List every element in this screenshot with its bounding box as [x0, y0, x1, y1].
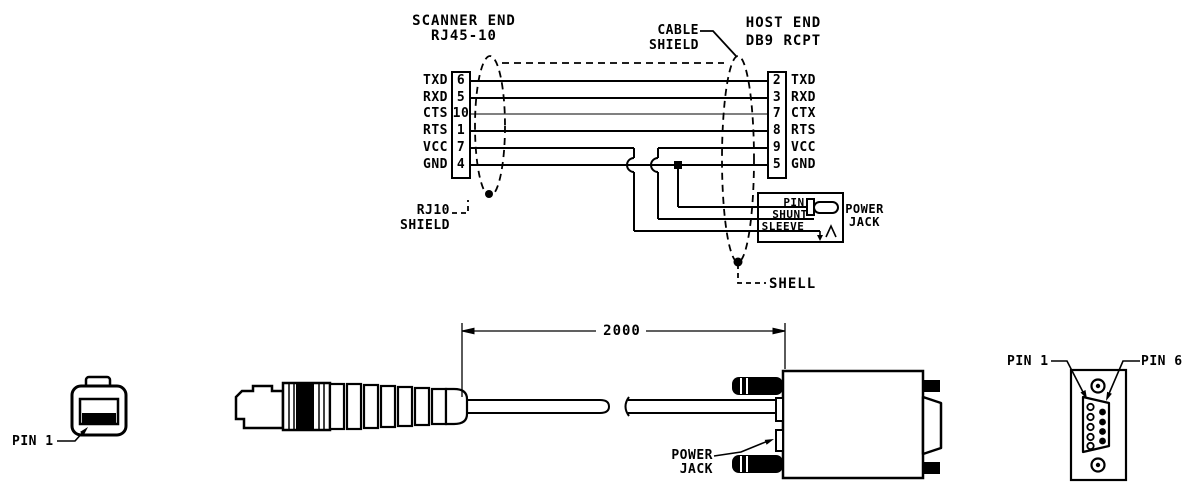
pin6-host-label: PIN 6 — [1141, 354, 1183, 369]
rj10-shield-label-2: SHIELD — [400, 218, 450, 233]
cable-shield-pointer — [700, 30, 737, 57]
power-jack-label-2: JACK — [849, 215, 880, 229]
gnd-junction-dot — [674, 161, 682, 169]
pin1-scanner-arrowhead — [80, 427, 88, 436]
cable-length-dimension: 2000 — [603, 323, 641, 339]
pin1-scanner-label: PIN 1 — [12, 434, 54, 449]
thumbscrew-bottom — [732, 455, 783, 473]
pin1-host-arrowhead — [1080, 390, 1087, 399]
host-end-title: HOST END — [745, 15, 822, 31]
scanner-pin-box — [451, 71, 471, 179]
db9-pins-column-b — [1099, 408, 1106, 445]
thumbscrew-top — [732, 377, 783, 395]
db9-face-drawing — [1069, 368, 1128, 482]
pin1-host-pointer — [1051, 360, 1085, 395]
scanner-signal-label: GND — [423, 157, 448, 172]
dim-arrow-left — [461, 327, 475, 335]
sleeve-arrowhead — [817, 235, 823, 241]
scanner-pin-number: 10 — [452, 106, 470, 121]
scanner-pin-number: 6 — [456, 73, 466, 88]
scanner-end-subtitle: RJ45-10 — [430, 28, 497, 44]
power-jack-pointer — [713, 440, 769, 457]
power-jack-label-1: POWER — [845, 202, 884, 216]
pin6-host-pointer — [1107, 360, 1140, 397]
scanner-pin-number: 7 — [456, 140, 466, 155]
power-jack-bottom-label-2: JACK — [679, 462, 713, 477]
db9-pins-column-a — [1086, 402, 1095, 451]
power-jack-sleeve-switch — [825, 224, 837, 238]
scanner-signal-label: VCC — [423, 140, 448, 155]
signal-wires — [470, 80, 820, 232]
power-jack-sleeve-label: SLEEVE — [761, 220, 805, 233]
power-jack-arrowhead — [764, 439, 774, 445]
cable-shield-label-2: SHIELD — [649, 38, 699, 53]
power-jack-pin-label: PIN — [783, 196, 805, 209]
host-pin-number: 5 — [772, 157, 782, 172]
host-end-subtitle: DB9 RCPT — [745, 33, 822, 49]
shield-ellipse-scanner — [474, 55, 506, 197]
jackscrew-bottom — [923, 462, 940, 474]
host-pin-number: 9 — [772, 140, 782, 155]
jackscrew-top — [923, 380, 940, 392]
cable-line — [467, 396, 777, 417]
shield-ellipse-host — [721, 55, 755, 263]
host-signal-label: GND — [791, 157, 816, 172]
host-signal-label: RXD — [791, 90, 816, 105]
host-signal-label: RTS — [791, 123, 816, 138]
host-pin-number: 8 — [772, 123, 782, 138]
host-pin-number: 2 — [772, 73, 782, 88]
shield-dot-scanner — [485, 190, 493, 198]
dim-arrow-right — [772, 327, 786, 335]
scanner-signal-label: RTS — [423, 123, 448, 138]
cable-entry — [775, 397, 784, 422]
host-signal-label: TXD — [791, 73, 816, 88]
power-jack-barrel — [813, 201, 839, 214]
rj45-contact-bar — [82, 413, 116, 423]
cable-assembly-drawing — [234, 323, 943, 480]
host-pin-number: 7 — [772, 106, 782, 121]
power-jack-port — [775, 429, 784, 452]
shell-label: SHELL — [769, 276, 817, 292]
scanner-pin-number: 1 — [456, 123, 466, 138]
host-pin-number: 3 — [772, 90, 782, 105]
shell-pointer — [737, 264, 766, 284]
shield-dot-host — [733, 257, 743, 267]
pin6-host-arrowhead — [1106, 391, 1112, 401]
rj45-face-drawing — [70, 375, 128, 437]
pin1-host-label: PIN 1 — [1007, 354, 1049, 369]
plug-black-band — [296, 383, 314, 430]
power-jack-bottom-label-1: POWER — [671, 448, 713, 463]
scanner-pin-number: 4 — [456, 157, 466, 172]
scanner-signal-label: RXD — [423, 90, 448, 105]
db9-housing — [781, 369, 925, 480]
scanner-signal-label: TXD — [423, 73, 448, 88]
host-signal-label: CTX — [791, 106, 816, 121]
rj10-shield-label-1: RJ10 — [416, 203, 450, 218]
scanner-pin-number: 5 — [456, 90, 466, 105]
strain-relief-boot — [328, 382, 469, 431]
rj10-shield-pointer — [452, 200, 469, 214]
scanner-end-title: SCANNER END — [412, 13, 516, 29]
pin1-scanner-pointer — [57, 430, 85, 442]
host-pin-box — [767, 71, 787, 179]
power-jack-box — [757, 192, 844, 243]
power-jack-shunt-label: SHUNT — [772, 208, 808, 221]
cable-shield-label-1: CABLE — [657, 23, 699, 38]
db9-connector-side — [921, 395, 943, 456]
pointer-lines — [452, 30, 766, 284]
scanner-signal-label: CTS — [423, 106, 448, 121]
host-signal-label: VCC — [791, 140, 816, 155]
rj45-plug-side — [234, 384, 285, 430]
